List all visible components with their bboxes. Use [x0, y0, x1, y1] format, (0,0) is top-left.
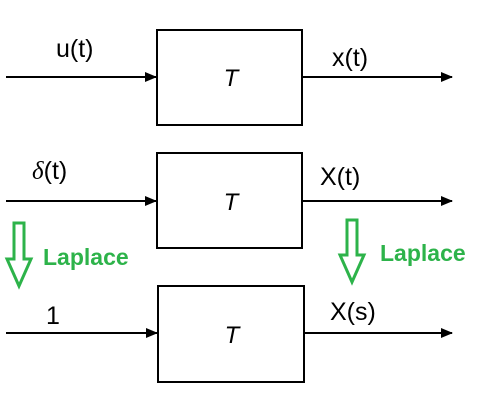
row-3: 1 T X(s): [6, 285, 453, 383]
block-label-row-1: T: [224, 65, 241, 92]
down-arrow-outline-icon: [4, 221, 34, 290]
input-label-row-2-rest: (t): [44, 157, 68, 185]
down-arrow-outline-icon: [337, 218, 367, 286]
laplace-left: Laplace: [4, 221, 129, 290]
output-label-row-3: X(s): [330, 298, 376, 326]
laplace-right: Laplace: [337, 218, 466, 286]
input-label-row-3: 1: [46, 302, 60, 330]
row-2: δ(t) T X(t): [6, 152, 453, 249]
laplace-label-right: Laplace: [380, 240, 466, 266]
row-1: u(t) T x(t): [6, 29, 453, 126]
delta-symbol: δ: [32, 158, 44, 185]
input-label-row-2: δ(t): [32, 157, 67, 185]
output-label-row-1: x(t): [332, 44, 368, 72]
block-label-row-2: T: [224, 189, 241, 216]
laplace-label-left: Laplace: [43, 244, 129, 270]
block-label-row-3: T: [225, 322, 242, 349]
input-label-row-1: u(t): [56, 35, 94, 63]
output-label-row-2: X(t): [320, 163, 360, 191]
